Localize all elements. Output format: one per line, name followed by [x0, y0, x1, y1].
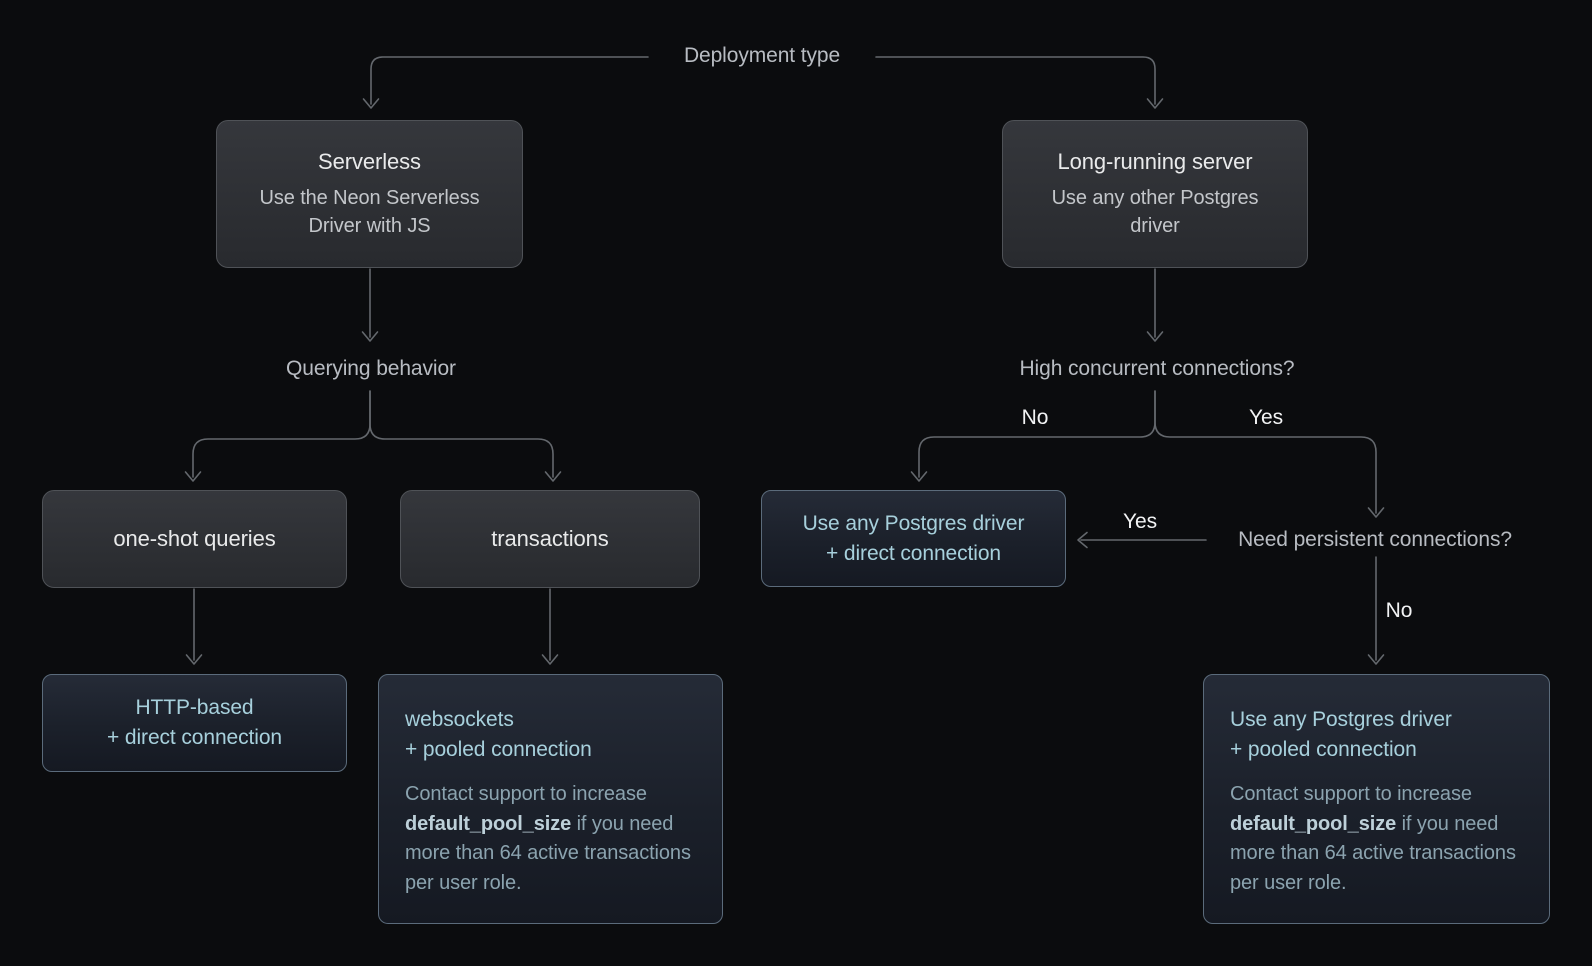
- result-websockets-pooled: websockets + pooled connection Contact s…: [378, 674, 723, 924]
- result-line: + pooled connection: [405, 738, 592, 761]
- connector-transactions-to-websockets: [541, 588, 559, 665]
- connector-querying-to-one-shot: [184, 390, 371, 482]
- label-branch-no: No: [1021, 406, 1049, 429]
- node-subtitle: Use the Neon Serverless Driver with JS: [259, 186, 480, 237]
- node-serverless: Serverless Use the Neon Serverless Drive…: [216, 120, 523, 268]
- result-http-direct: HTTP-based + direct connection: [42, 674, 347, 772]
- result-line: + direct connection: [826, 541, 1001, 565]
- arrowhead-down-icon: [541, 654, 559, 665]
- arrowhead-down-icon: [184, 471, 202, 482]
- pool-size-parameter: default_pool_size: [405, 812, 572, 835]
- arrowhead-down-icon: [1146, 331, 1164, 342]
- arrowhead-down-icon: [362, 98, 380, 109]
- pool-size-parameter: default_pool_size: [1230, 812, 1397, 835]
- arrowhead-down-icon: [910, 471, 928, 482]
- label-persistent-yes: Yes: [1123, 510, 1157, 533]
- connector-high-concurrent-no: [910, 390, 1156, 482]
- arrowhead-down-icon: [1367, 654, 1385, 665]
- arrowhead-left-icon: [1077, 531, 1088, 549]
- result-any-driver-pooled: Use any Postgres driver + pooled connect…: [1203, 674, 1550, 924]
- node-title: Serverless: [318, 148, 421, 174]
- result-line: + pooled connection: [1230, 738, 1417, 761]
- result-line: + direct connection: [107, 726, 282, 749]
- connector-querying-to-transactions: [369, 390, 562, 482]
- arrowhead-down-icon: [1146, 98, 1164, 109]
- label-deployment-type: Deployment type: [683, 44, 841, 67]
- label-persistent-no: No: [1385, 599, 1413, 622]
- connector-persistent-no-to-any-pooled: [1367, 556, 1385, 665]
- result-line: Use any Postgres driver: [802, 511, 1025, 535]
- result-line: websockets: [405, 708, 514, 731]
- label-branch-yes: Yes: [1249, 406, 1283, 429]
- arrowhead-down-icon: [185, 654, 203, 665]
- arrowhead-down-icon: [1367, 507, 1385, 518]
- result-line: HTTP-based: [135, 696, 254, 719]
- connector-long-running-to-high-concurrent: [1146, 268, 1164, 342]
- result-note: Contact support to increase default_pool…: [405, 783, 691, 894]
- result-note: Contact support to increase default_pool…: [1230, 783, 1516, 894]
- node-title: Long-running server: [1057, 148, 1253, 174]
- arrowhead-down-icon: [361, 331, 379, 342]
- label-querying-behavior: Querying behavior: [286, 357, 456, 380]
- node-subtitle: Use any other Postgres driver: [1051, 186, 1259, 237]
- connector-root-to-long-running: [875, 56, 1164, 109]
- connector-serverless-to-querying: [361, 268, 379, 342]
- node-title: transactions: [491, 526, 609, 551]
- result-line: Use any Postgres driver: [1230, 708, 1452, 731]
- connector-one-shot-to-http: [185, 588, 203, 665]
- arrowhead-down-icon: [544, 471, 562, 482]
- node-long-running-server: Long-running server Use any other Postgr…: [1002, 120, 1308, 268]
- node-transactions: transactions: [400, 490, 700, 588]
- node-title: one-shot queries: [113, 526, 276, 551]
- result-any-driver-direct: Use any Postgres driver + direct connect…: [761, 490, 1066, 587]
- label-high-concurrent-connections: High concurrent connections?: [1019, 357, 1295, 380]
- connector-persistent-yes-to-any-direct: [1077, 531, 1207, 549]
- connector-root-to-serverless: [362, 56, 649, 109]
- connector-high-concurrent-yes: [1154, 390, 1385, 518]
- label-need-persistent-connections: Need persistent connections?: [1238, 528, 1512, 551]
- node-one-shot-queries: one-shot queries: [42, 490, 347, 588]
